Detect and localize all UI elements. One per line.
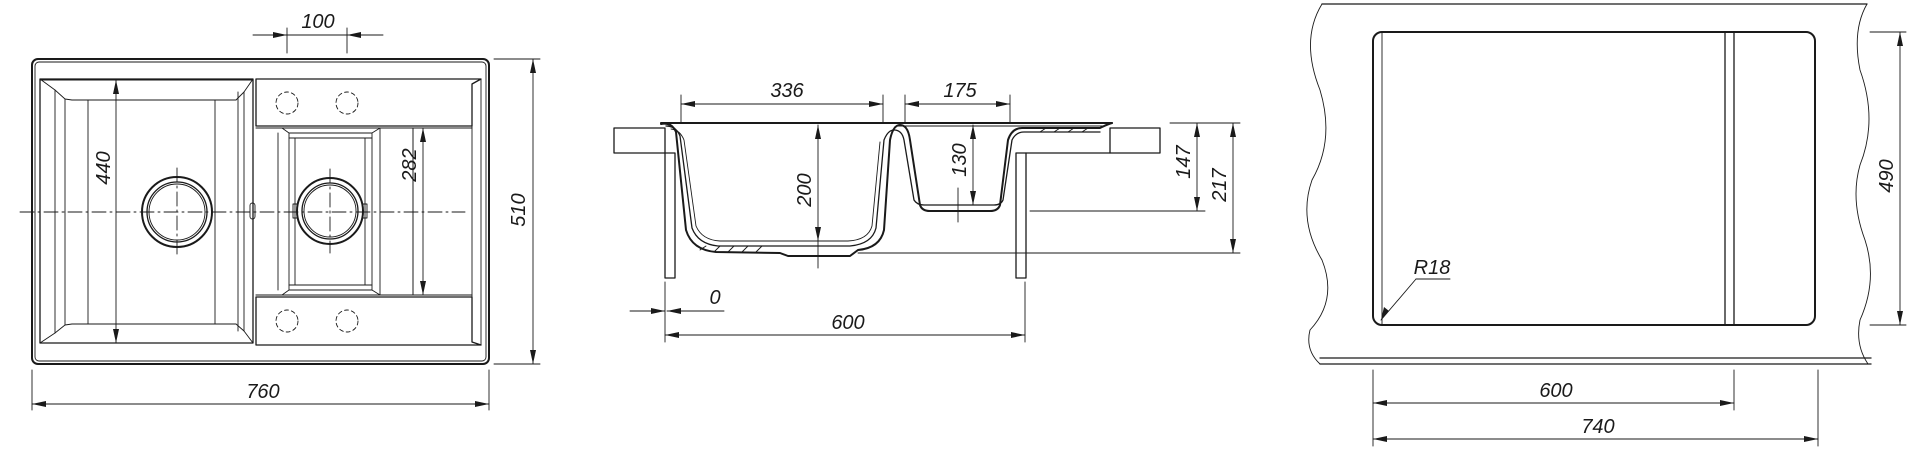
large-bowl (39, 78, 254, 344)
tap-hole-icon (335, 309, 359, 333)
dim-large-bowl-width: 336 (680, 80, 884, 124)
cutout-outline (1372, 31, 1816, 326)
dim-label-130: 130 (949, 143, 971, 176)
bowl-profile-outer (660, 122, 1113, 257)
countertop-right (1109, 127, 1161, 154)
section-view: 336 175 200 130 (613, 80, 1241, 343)
dim-overall-depth: 510 (493, 58, 541, 365)
dim-cutout-depth: 490 (1869, 31, 1907, 326)
dim-label-600-section: 600 (831, 312, 864, 334)
dim-cabinet-width: 600 (664, 312, 1026, 338)
dim-label-440: 440 (93, 151, 115, 184)
dim-min-cabinet-width: 600 (1372, 369, 1735, 447)
sink-outer-frame (31, 58, 490, 365)
dim-cabinet-offset: 0 (629, 281, 1026, 343)
dim-label-740: 740 (1581, 416, 1614, 438)
dim-label-175: 175 (943, 80, 977, 102)
dim-overall-width: 760 (31, 369, 490, 411)
dim-label-200: 200 (794, 173, 816, 207)
dim-label-282: 282 (399, 148, 421, 182)
break-line-right (1855, 3, 1871, 365)
dim-label-336: 336 (770, 80, 804, 102)
dim-label-217: 217 (1209, 167, 1231, 202)
dim-label-r18: R18 (1414, 257, 1451, 279)
cutout-view: R18 490 600 740 (1306, 3, 1907, 447)
break-line-left (1306, 3, 1329, 365)
dim-label-100: 100 (301, 11, 334, 33)
dim-small-bowl-total-depth: 147 (1173, 122, 1200, 212)
tap-hole-icon (275, 91, 299, 115)
tap-tray-top (255, 78, 482, 129)
radius-callout: R18 (1380, 257, 1451, 321)
cabinet-wall-left (664, 152, 676, 279)
tap-hole-icon (335, 91, 359, 115)
sink-outer-frame-inner (34, 61, 487, 362)
dim-small-bowl-width: 175 (904, 80, 1011, 124)
dim-small-bowl-depth: 130 (949, 124, 976, 206)
dim-label-490: 490 (1876, 159, 1898, 192)
small-bowl (255, 127, 414, 296)
tap-hole-icon (275, 309, 299, 333)
dim-cutout-width: 740 (1372, 369, 1819, 447)
dim-large-bowl-depth: 200 (794, 124, 821, 242)
dim-tap-spacing: 100 (252, 11, 384, 54)
tap-tray-bottom (255, 294, 482, 346)
dim-label-0: 0 (709, 287, 720, 309)
dim-large-bowl-total-depth: 217 (1209, 122, 1236, 254)
dim-large-bowl-length: 440 (93, 79, 119, 344)
dim-small-bowl-length: 282 (399, 127, 426, 296)
dim-label-760: 760 (246, 381, 279, 403)
overflow-slot (249, 202, 256, 220)
countertop-left (613, 127, 666, 154)
dim-label-600-cutout: 600 (1539, 380, 1572, 402)
plan-view: 100 440 282 510 (19, 11, 541, 411)
cabinet-wall-right (1015, 152, 1027, 279)
dim-label-510: 510 (508, 193, 530, 226)
dim-label-147: 147 (1173, 144, 1195, 178)
